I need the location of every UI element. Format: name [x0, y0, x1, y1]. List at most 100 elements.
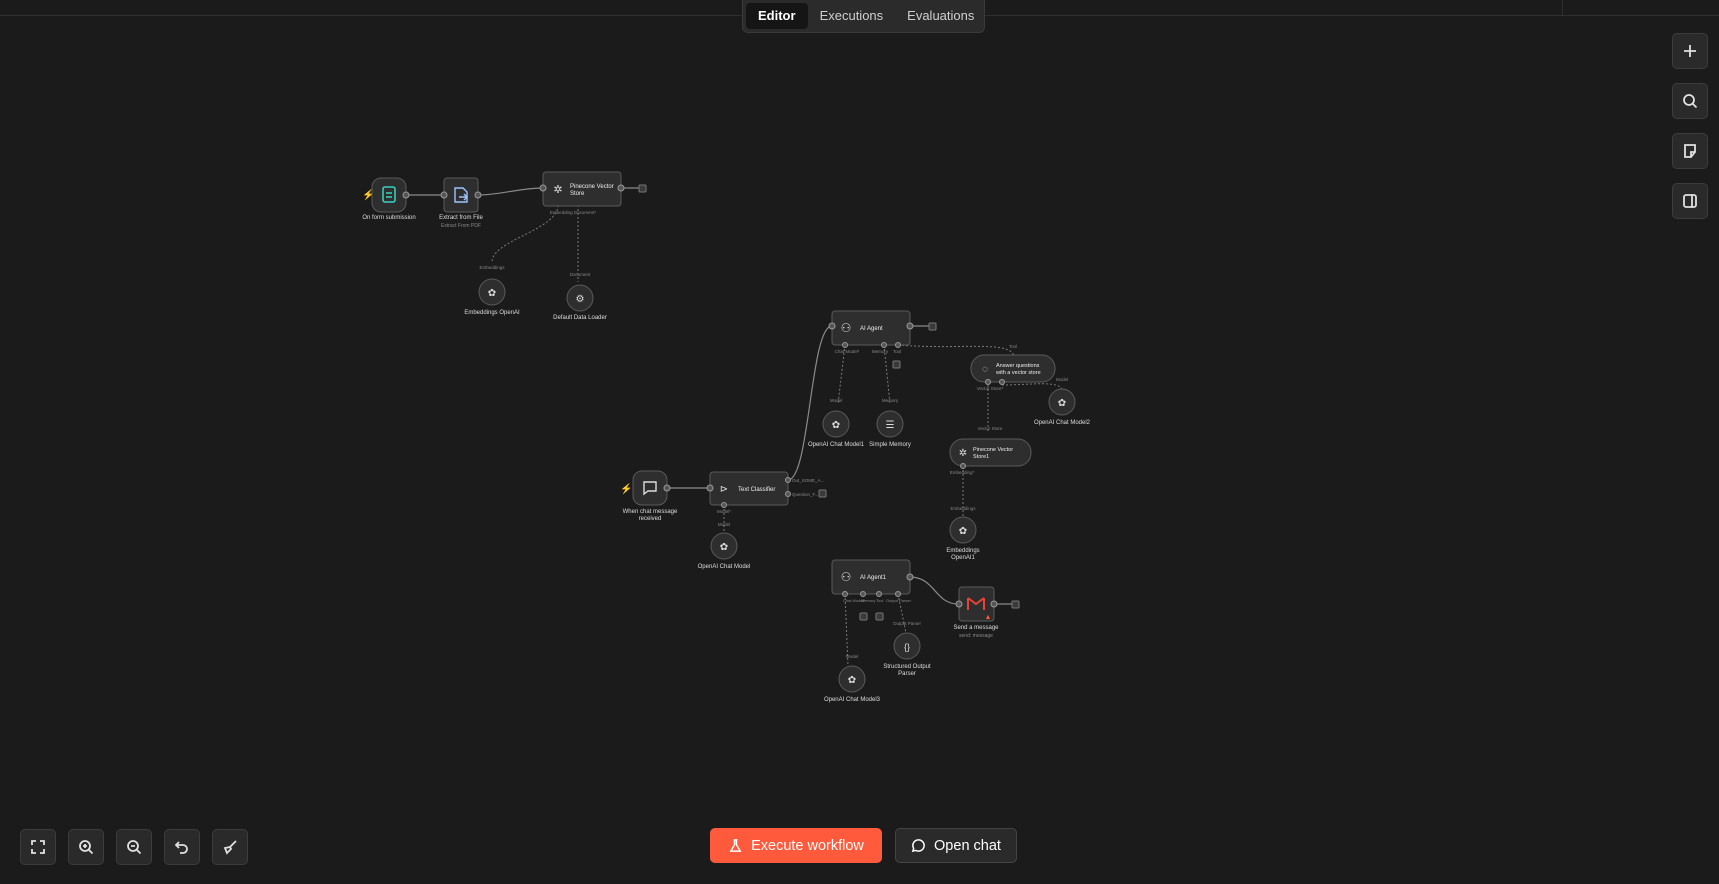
- node-pinecone-store1[interactable]: Vector Store ✲ Pinecone Vector Store1 Em…: [949, 426, 1032, 475]
- node-chat-model1[interactable]: Model ✿ OpenAI Chat Model1: [808, 398, 865, 448]
- port-label: Chat Model*: [843, 598, 865, 603]
- node-text-classifier[interactable]: ⊳ Text Classifier Out_SOME_A... Question…: [706, 471, 824, 514]
- warning-icon: ▲: [985, 614, 992, 621]
- tab-evaluations[interactable]: Evaluations: [907, 8, 975, 23]
- zoom-fit-button[interactable]: [20, 829, 56, 865]
- node-label-line1: Answer questions: [996, 363, 1040, 369]
- node-label: OpenAI Chat Model3: [824, 697, 881, 703]
- zoom-in-icon: [79, 840, 94, 855]
- node-chat-model2[interactable]: Model ✿ OpenAI Chat Model2: [1034, 377, 1091, 426]
- node-label: OpenAI Chat Model2: [1034, 420, 1091, 426]
- output-label: Question_F...: [792, 492, 819, 497]
- pinecone-icon: ✲: [553, 184, 562, 196]
- svg-text:⚡: ⚡: [620, 482, 632, 495]
- node-label-line2: received: [639, 516, 662, 522]
- svg-text:⚡: ⚡: [362, 188, 374, 201]
- node-label: Extract from File: [439, 215, 483, 221]
- sticky-note-icon: [1684, 144, 1696, 158]
- node-label-line1: When chat message: [623, 509, 678, 515]
- port-label: Document: [570, 272, 591, 277]
- add-sticky-button[interactable]: [1672, 133, 1708, 169]
- pending-ports: [638, 184, 1020, 621]
- node-label: Text Classifier: [738, 487, 775, 493]
- port-label: Model: [830, 398, 842, 403]
- node-chat-trigger[interactable]: ⚡ When chat message received: [620, 470, 678, 522]
- node-label: On form submission: [362, 215, 415, 221]
- port-label: Memory: [872, 349, 889, 354]
- node-label: Send a message: [953, 625, 999, 631]
- port-label: Tool: [1009, 344, 1017, 349]
- node-label-line2: Store: [570, 191, 585, 197]
- openai-icon: ✿: [832, 420, 840, 431]
- node-default-data-loader[interactable]: Document ⚙ Default Data Loader: [553, 272, 607, 321]
- undo-button[interactable]: [164, 829, 200, 865]
- node-ai-agent[interactable]: ⚇ AI Agent Chat Model* Memory Tool: [828, 310, 914, 354]
- zoom-out-icon: [127, 840, 142, 855]
- node-embeddings-openai1[interactable]: Embeddings ✿ Embeddings OpenAI1: [946, 506, 979, 561]
- node-ai-agent1[interactable]: ⚇ AI Agent1 Chat Model* Memory Tool Outp…: [831, 559, 914, 603]
- chat-icon: [643, 481, 657, 496]
- canvas-right-toolbar: [1672, 33, 1708, 233]
- open-chat-button[interactable]: Open chat: [895, 828, 1017, 863]
- pinecone-icon: ✲: [959, 448, 967, 459]
- output-label: Out_SOME_A...: [792, 478, 824, 483]
- node-embeddings-openai[interactable]: Embeddings ✿ Embeddings OpenAI: [464, 265, 520, 316]
- execute-workflow-button[interactable]: Execute workflow: [710, 828, 882, 863]
- node-chat-model3[interactable]: Model ✿ OpenAI Chat Model3: [824, 654, 881, 703]
- port-label: Model: [718, 522, 730, 527]
- braces-icon: {}: [904, 642, 910, 652]
- fullscreen-icon: [31, 840, 45, 854]
- view-tabs: Editor Executions Evaluations: [742, 0, 985, 33]
- add-node-button[interactable]: [1672, 33, 1708, 69]
- search-button[interactable]: [1672, 83, 1708, 119]
- tidy-up-button[interactable]: [212, 829, 248, 865]
- openai-icon: ✿: [1058, 398, 1066, 409]
- chat-bubble-icon: ◌: [982, 364, 988, 375]
- node-label: Default Data Loader: [553, 315, 607, 321]
- node-subtitle: Extract From PDF: [441, 223, 481, 229]
- node-label-line1: Pinecone Vector: [973, 447, 1013, 453]
- clipboard-icon: [382, 186, 396, 203]
- node-form-trigger[interactable]: ⚡ On form submission: [362, 177, 416, 221]
- zoom-out-button[interactable]: [116, 829, 152, 865]
- node-chat-model[interactable]: Model ✿ OpenAI Chat Model: [698, 522, 751, 570]
- tag-icon: ⊳: [720, 484, 728, 495]
- openai-icon: ✿: [720, 542, 728, 553]
- main-connections: [406, 187, 1012, 605]
- top-right-separator: [1562, 0, 1563, 15]
- broom-icon: [223, 840, 237, 855]
- node-simple-memory[interactable]: Memory ☰ Simple Memory: [869, 398, 911, 448]
- zoom-in-button[interactable]: [68, 829, 104, 865]
- node-label-line1: Pinecone Vector: [570, 184, 614, 190]
- toggle-panel-button[interactable]: [1672, 183, 1708, 219]
- tab-editor[interactable]: Editor: [746, 3, 808, 29]
- search-icon: [1683, 94, 1698, 109]
- node-label: AI Agent: [860, 326, 883, 332]
- sub-connections: [491, 204, 1063, 667]
- node-pinecone-store[interactable]: ✲ Pinecone Vector Store Embedding Docume…: [539, 171, 625, 215]
- port-label: Vector Store: [978, 426, 1003, 431]
- node-label: Simple Memory: [869, 442, 911, 448]
- port-label: Chat Model*: [835, 349, 860, 354]
- node-label: Embeddings OpenAI: [464, 310, 520, 316]
- port-label: Model: [846, 654, 858, 659]
- node-label-line1: Structured Output: [883, 664, 931, 670]
- node-label: OpenAI Chat Model1: [808, 442, 865, 448]
- tab-executions[interactable]: Executions: [819, 8, 884, 23]
- flask-icon: [729, 839, 742, 852]
- node-label-line2: Store1: [973, 454, 989, 460]
- node-extract-file[interactable]: Extract from File Extract From PDF: [439, 177, 483, 229]
- side-panel-icon: [1683, 194, 1697, 208]
- port-label: Memory: [882, 398, 899, 403]
- plus-icon: [1684, 45, 1696, 57]
- port-label: Tool: [876, 598, 883, 603]
- node-output-parser[interactable]: Output Parser {} Structured Output Parse…: [883, 621, 931, 677]
- node-answer-questions[interactable]: Tool ◌ Answer questions with a vector st…: [970, 344, 1056, 391]
- open-chat-label: Open chat: [934, 837, 1001, 854]
- node-gmail[interactable]: ▲ Send a message send: message: [953, 586, 999, 639]
- port-label: Memory: [861, 598, 875, 603]
- port-label: Output Parser: [886, 598, 912, 603]
- port-label: Output Parser: [893, 621, 922, 626]
- port-label: Model*: [717, 509, 731, 514]
